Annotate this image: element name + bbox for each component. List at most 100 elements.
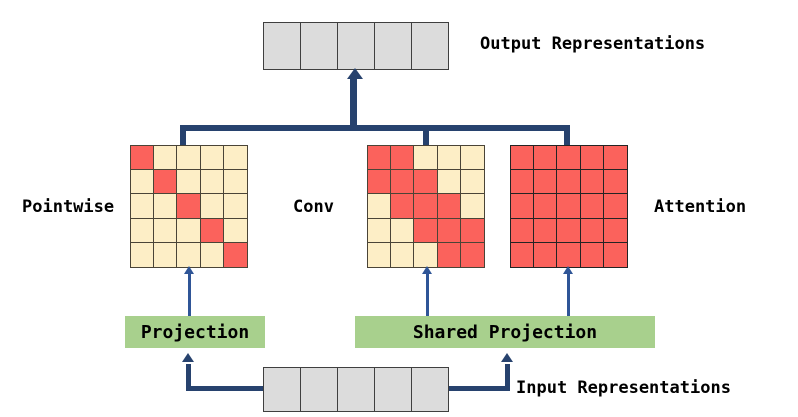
input-left-horizontal (186, 386, 266, 391)
conv-cell-1-0 (368, 170, 392, 195)
conv-cell-1-4 (460, 170, 484, 195)
input-left-vertical (186, 364, 191, 391)
conv-cell-4-1 (391, 242, 415, 267)
bus-stem-vertical (350, 78, 357, 128)
shared-projection-box[interactable]: Shared Projection (355, 316, 655, 348)
projection-to-pointwise-line (187, 273, 191, 316)
conv-cell-2-1 (391, 194, 415, 219)
attention-cell-2-0 (511, 194, 535, 219)
conv-cell-2-0 (368, 194, 392, 219)
pointwise-cell-3-4 (223, 218, 247, 243)
conv-cell-0-2 (414, 146, 438, 171)
conv-cell-2-4 (460, 194, 484, 219)
conv-cell-1-3 (437, 170, 461, 195)
pointwise-matrix (130, 145, 248, 268)
attention-cell-4-1 (534, 242, 558, 267)
pointwise-cell-1-2 (177, 170, 201, 195)
conv-cell-3-4 (460, 218, 484, 243)
shared-projection-to-conv-arrowhead (422, 266, 432, 274)
conv-cell-3-0 (368, 218, 392, 243)
pointwise-cell-1-3 (200, 170, 224, 195)
pointwise-cell-3-3 (200, 218, 224, 243)
shared-projection-to-attention-arrowhead (563, 266, 573, 274)
pointwise-cell-2-4 (223, 194, 247, 219)
shared-projection-to-conv-line (425, 273, 429, 316)
pointwise-cell-4-4 (223, 242, 247, 267)
output-cell (412, 23, 448, 69)
attention-matrix (510, 145, 628, 268)
pointwise-cell-3-0 (131, 218, 155, 243)
pointwise-cell-0-4 (223, 146, 247, 171)
pointwise-cell-0-0 (131, 146, 155, 171)
output-representations-label: Output Representations (480, 34, 706, 54)
pointwise-cell-0-1 (154, 146, 178, 171)
attention-cell-0-2 (557, 146, 581, 171)
conv-label: Conv (293, 197, 334, 217)
attention-cell-1-4 (603, 170, 627, 195)
input-right-vertical (505, 364, 510, 391)
attention-cell-0-4 (603, 146, 627, 171)
pointwise-cell-1-0 (131, 170, 155, 195)
pointwise-cell-4-1 (154, 242, 178, 267)
shared-projection-to-attention-line (566, 273, 570, 316)
output-cell (301, 23, 338, 69)
conv-cell-1-1 (391, 170, 415, 195)
pointwise-cell-4-2 (177, 242, 201, 267)
pointwise-label: Pointwise (22, 197, 115, 217)
attention-cell-0-0 (511, 146, 535, 171)
shared-projection-box-label: Shared Projection (412, 321, 598, 343)
input-cell (412, 368, 448, 411)
conv-cell-2-2 (414, 194, 438, 219)
input-cell (375, 368, 412, 411)
attention-cell-4-3 (580, 242, 604, 267)
conv-cell-2-3 (437, 194, 461, 219)
pointwise-cell-1-1 (154, 170, 178, 195)
output-cell (264, 23, 301, 69)
conv-cell-0-1 (391, 146, 415, 171)
attention-cell-4-0 (511, 242, 535, 267)
attention-cell-3-0 (511, 218, 535, 243)
conv-matrix (367, 145, 485, 268)
conv-cell-4-2 (414, 242, 438, 267)
input-cell (264, 368, 301, 411)
attention-cell-3-3 (580, 218, 604, 243)
attention-cell-1-0 (511, 170, 535, 195)
attention-cell-2-1 (534, 194, 558, 219)
pointwise-cell-0-3 (200, 146, 224, 171)
attention-cell-4-4 (603, 242, 627, 267)
attention-cell-2-4 (603, 194, 627, 219)
projection-to-pointwise-arrowhead (184, 266, 194, 274)
attention-cell-3-2 (557, 218, 581, 243)
output-cell (338, 23, 375, 69)
attention-cell-3-4 (603, 218, 627, 243)
pointwise-cell-1-4 (223, 170, 247, 195)
pointwise-cell-4-3 (200, 242, 224, 267)
attention-cell-2-3 (580, 194, 604, 219)
pointwise-cell-2-3 (200, 194, 224, 219)
conv-cell-0-3 (437, 146, 461, 171)
output-representations-strip (263, 22, 449, 70)
attention-cell-1-1 (534, 170, 558, 195)
input-to-shared-projection-arrowhead (501, 353, 513, 362)
attention-cell-0-3 (580, 146, 604, 171)
attention-cell-0-1 (534, 146, 558, 171)
pointwise-cell-3-1 (154, 218, 178, 243)
pointwise-cell-3-2 (177, 218, 201, 243)
attention-cell-4-2 (557, 242, 581, 267)
pointwise-cell-2-2 (177, 194, 201, 219)
output-arrowhead (347, 68, 363, 79)
input-to-projection-arrowhead (182, 353, 194, 362)
pointwise-cell-2-1 (154, 194, 178, 219)
projection-box[interactable]: Projection (125, 316, 265, 348)
bus-drop-pointwise (180, 125, 186, 147)
conv-cell-1-2 (414, 170, 438, 195)
attention-cell-1-2 (557, 170, 581, 195)
projection-box-label: Projection (140, 321, 250, 343)
pointwise-cell-2-0 (131, 194, 155, 219)
conv-cell-3-3 (437, 218, 461, 243)
attention-cell-2-2 (557, 194, 581, 219)
input-cell (338, 368, 375, 411)
conv-cell-3-2 (414, 218, 438, 243)
input-cell (301, 368, 338, 411)
